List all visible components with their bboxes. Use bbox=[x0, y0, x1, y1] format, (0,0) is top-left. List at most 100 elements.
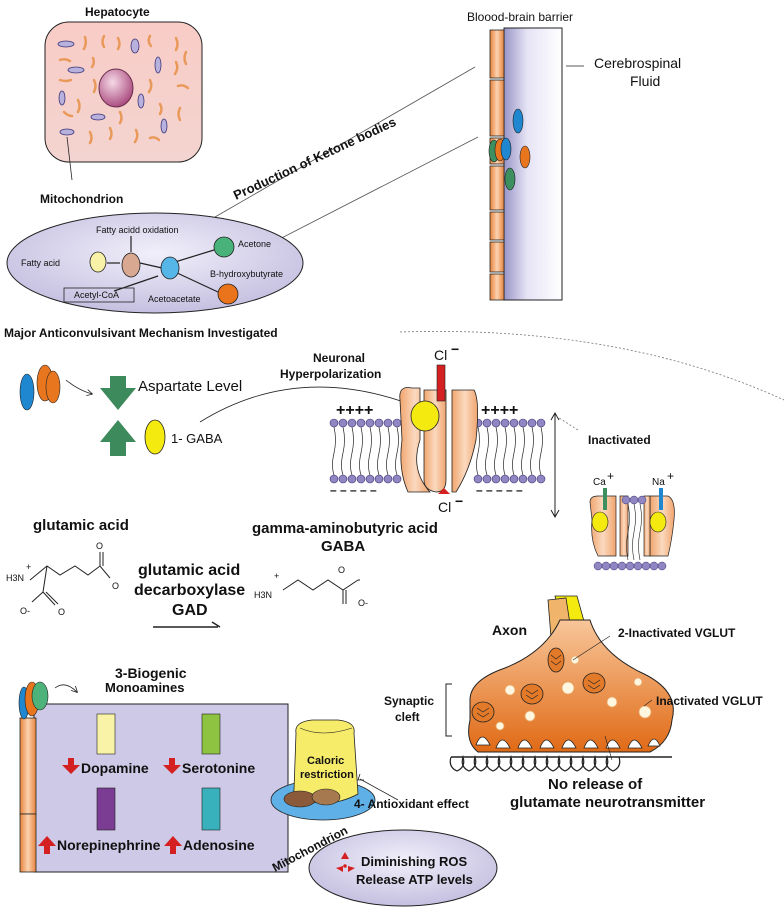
ion-channels: Ca + Na + bbox=[589, 469, 675, 571]
caloric-section: Caloric restriction 4- Antioxidant effec… bbox=[270, 719, 469, 821]
synapse: Axon 2-Inactivated VGLUT Inactivated VGL… bbox=[384, 595, 763, 811]
hepatocyte-filaments bbox=[58, 34, 190, 145]
caloric-label-2: restriction bbox=[300, 769, 354, 781]
fatty-acid-label: Fatty acid bbox=[21, 258, 60, 268]
oxidation-node bbox=[121, 252, 141, 278]
adenosine-bar bbox=[201, 787, 221, 831]
cl-bottom-minus: − bbox=[455, 493, 463, 509]
gaba-title-2: GABA bbox=[321, 538, 365, 555]
monoamines-title-2: Monoamines bbox=[105, 680, 184, 695]
ketone-pathway: Fatty acid Fatty acidd oxidation Acetone… bbox=[6, 212, 304, 314]
aspartate-down-arrow bbox=[100, 376, 136, 410]
bhb-node bbox=[217, 283, 239, 305]
cl-top-minus: − bbox=[451, 341, 459, 357]
dopamine-bar bbox=[96, 713, 116, 755]
cl-bottom-label: Cl bbox=[438, 499, 451, 515]
vglut-label: Inactivated VGLUT bbox=[656, 694, 763, 708]
serotonine-label: Serotonine bbox=[182, 760, 255, 776]
gaba-label: 1- GABA bbox=[171, 431, 223, 446]
no-release-1: No release of bbox=[548, 776, 643, 793]
adenosine-label: Adenosine bbox=[183, 837, 255, 853]
glutamate-h3n-plus: + bbox=[26, 562, 31, 572]
enzyme-label-3: GAD bbox=[172, 602, 208, 619]
dopamine-label: Dopamine bbox=[81, 760, 149, 776]
receptor-gaba bbox=[410, 400, 440, 432]
antioxidant-label: 4- Antioxidant effect bbox=[354, 797, 469, 811]
axon-label: Axon bbox=[492, 622, 527, 638]
csf-label-1: Cerebrospinal bbox=[594, 55, 681, 71]
glutamate-o3: O- bbox=[20, 606, 30, 616]
gaba-title-1: gamma-aminobutyric acid bbox=[252, 520, 438, 537]
plus-left: ++++ bbox=[336, 402, 373, 419]
monoamines-section: 3-Biogenic Monoamines Dopamine Serotonin… bbox=[18, 665, 289, 873]
gaba-structure bbox=[282, 579, 360, 604]
na-plus: + bbox=[667, 469, 674, 483]
glutamate-h3n: H3N bbox=[6, 573, 24, 583]
caloric-label-1: Caloric bbox=[307, 755, 344, 767]
gaba-h3n-plus: + bbox=[274, 571, 279, 581]
serotonine-bar bbox=[201, 713, 221, 755]
acetone-node bbox=[213, 236, 235, 258]
glutamate-o1: O bbox=[96, 541, 103, 551]
hepatocyte-nucleus bbox=[98, 68, 134, 108]
hepatocyte: Hepatocyte Mitochondrion bbox=[40, 5, 203, 206]
norepinephrine-label: Norepinephrine bbox=[57, 837, 161, 853]
hyperpolarization-label-1: Neuronal bbox=[313, 351, 365, 365]
mito-bottom-line-2: Release ATP levels bbox=[356, 872, 473, 887]
mito-bottom-line-1: Diminishing ROS bbox=[361, 854, 468, 869]
gaba-o2: O- bbox=[358, 598, 368, 608]
hepatocyte-mitochondria bbox=[57, 38, 168, 136]
radiation-icon bbox=[336, 852, 355, 872]
gaba-o1: O bbox=[338, 565, 345, 575]
synaptic-vesicles bbox=[471, 647, 606, 723]
mechanism-title: Major Anticonvulsivant Mechanism Investi… bbox=[4, 326, 278, 340]
na-label: Na bbox=[652, 477, 665, 488]
cleft-label-1: Synaptic bbox=[384, 694, 434, 708]
aspartate-label: Aspartate Level bbox=[138, 378, 242, 395]
cl-channel-red bbox=[436, 364, 446, 402]
bbb-title: Bloood-brain barrier bbox=[467, 10, 573, 24]
no-release-2: glutamate neurotransmitter bbox=[510, 794, 705, 811]
monoamines-panel bbox=[33, 703, 289, 873]
bhb-label: B-hydroxybutyrate bbox=[210, 269, 283, 279]
glutamate-o4: O bbox=[58, 607, 65, 617]
plus-right: ++++ bbox=[481, 402, 518, 419]
acetyl-coa-label: Acetyl-CoA bbox=[74, 290, 119, 300]
gaba-up-arrow bbox=[100, 420, 136, 456]
gaba-h3n: H3N bbox=[254, 590, 272, 600]
norepinephrine-bar bbox=[96, 787, 116, 831]
csf-label-2: Fluid bbox=[630, 73, 660, 89]
ca-label: Ca bbox=[593, 477, 606, 488]
acetyl-coa-box bbox=[63, 287, 135, 303]
bbb-csf-panel bbox=[503, 27, 563, 301]
enzyme-label-1: glutamic acid bbox=[138, 562, 240, 579]
inactivated-label: Inactivated bbox=[588, 433, 651, 447]
vglut2-label: 2-Inactivated VGLUT bbox=[618, 626, 736, 640]
mitochondrion-bottom: Mitochondrion Diminishing ROS Release AT… bbox=[270, 823, 498, 907]
ca-plus: + bbox=[607, 469, 614, 483]
acetone-label: Acetone bbox=[238, 239, 271, 249]
acetoacetate-label: Acetoacetate bbox=[148, 294, 201, 304]
mechanism-section: Major Anticonvulsivant Mechanism Investi… bbox=[4, 326, 784, 571]
minus-right: – – – – – bbox=[476, 483, 523, 497]
glutamate-structure bbox=[29, 552, 111, 606]
cleft-label-2: cleft bbox=[395, 710, 420, 724]
oxidation-label: Fatty acidd oxidation bbox=[96, 225, 179, 235]
gaba-molecule bbox=[144, 419, 166, 455]
mitochondrion-label: Mitochondrion bbox=[40, 192, 123, 206]
cl-top-label: Cl bbox=[434, 347, 447, 363]
production-label: Production of Ketone bodies bbox=[231, 114, 398, 203]
gaba-membrane: ++++ ++++ – – – – – – – – – – bbox=[329, 402, 546, 497]
hepatocyte-title: Hepatocyte bbox=[85, 5, 150, 19]
minus-left: – – – – – bbox=[330, 483, 377, 497]
gaba-receptor: Cl − Cl − bbox=[399, 341, 478, 515]
blood-brain-barrier: Bloood-brain barrier Cerebrospinal Fluid bbox=[467, 10, 681, 301]
monoamines-title-1: 3-Biogenic bbox=[115, 665, 187, 681]
glutamic-title: glutamic acid bbox=[33, 517, 129, 534]
acetoacetate-node bbox=[160, 256, 180, 280]
hyperpolarization-label-2: Hyperpolarization bbox=[280, 367, 381, 381]
enzyme-label-2: decarboxylase bbox=[134, 582, 245, 599]
fatty-acid-node bbox=[89, 251, 107, 273]
bbb-cells bbox=[489, 29, 505, 301]
